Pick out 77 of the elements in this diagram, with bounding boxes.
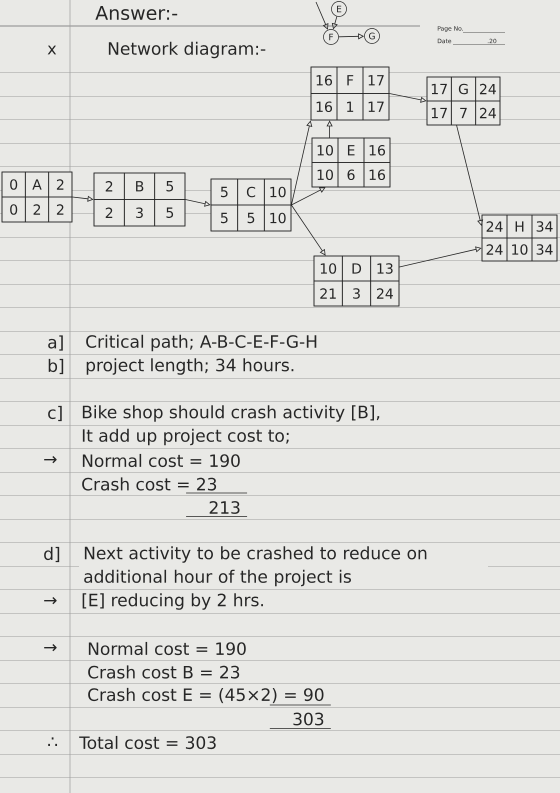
text-line: Total cost = 303 (79, 736, 216, 750)
table-cell: 5 (210, 204, 238, 232)
table-cell: D (342, 256, 372, 282)
text-line: project length; 34 hours. (86, 358, 294, 375)
table-cell: 16 (364, 162, 390, 188)
table-cell: A (24, 172, 50, 198)
table-cell: 21 (314, 280, 343, 306)
item-marker: b] (48, 358, 64, 374)
text-line: Normal cost = 190 (88, 642, 246, 656)
sum-value: 303 (293, 712, 324, 726)
table-cell: G (450, 76, 476, 102)
table-cell: 2 (48, 172, 72, 198)
text-line: Normal cost = 190 (82, 454, 240, 468)
heading: Answer:- (95, 6, 178, 20)
text-line: It add up project cost to; (82, 428, 289, 446)
table-cell: 5 (154, 172, 186, 200)
table-cell: 5 (210, 178, 238, 206)
table-cell: 24 (370, 280, 400, 306)
section-heading: Network diagram:- (108, 42, 266, 58)
table-cell: B (124, 172, 156, 200)
bullet-arrow: → (44, 597, 57, 604)
table-cell: H (506, 214, 532, 238)
text-line: Crash cost = 23 (82, 477, 216, 491)
table-cell: 10 (312, 162, 338, 188)
table-cell: 10 (312, 138, 338, 163)
table-cell: 16 (310, 66, 338, 94)
table-cell: 2 (94, 199, 125, 226)
table-cell: 10 (506, 238, 532, 262)
table-cell: 16 (310, 93, 338, 120)
table-cell: 2 (94, 172, 125, 200)
table-cell: 10 (264, 178, 292, 206)
table-cell: 2 (48, 196, 72, 222)
item-marker: a] (48, 335, 63, 351)
table-cell: E (338, 138, 364, 163)
table-cell: 16 (364, 138, 390, 163)
table-cell: 3 (124, 199, 156, 226)
table-cell: 24 (475, 100, 500, 126)
arrow (456, 125, 484, 226)
table-cell: 34 (532, 214, 558, 238)
table-cell: 5 (237, 204, 265, 232)
table-cell: 10 (314, 256, 343, 282)
item-marker: d] (44, 546, 60, 562)
text-line: Next activity to be crashed to reduce on additional hour of the project is (84, 546, 426, 586)
table-cell: 34 (532, 238, 558, 262)
table-cell: 5 (154, 199, 186, 226)
circle-node: F (323, 29, 339, 45)
circle-node: E (331, 1, 347, 17)
text-line: [E] reducing by 2 hrs. (82, 593, 263, 610)
text-line: Critical path; A-B-C-E-F-G-H (86, 334, 316, 352)
text-line: Bike shop should crash activity [B], (82, 405, 380, 422)
table-cell: 2 (24, 196, 50, 222)
text-line: Crash cost E = (45×2) = 90 (88, 688, 324, 704)
table-cell: 17 (426, 76, 452, 102)
question-number: x (48, 46, 56, 54)
table-cell: 24 (475, 76, 500, 102)
table-cell: 17 (426, 100, 452, 126)
table-cell: 17 (362, 93, 390, 120)
bullet-arrow: → (44, 456, 57, 464)
table-cell: 0 (2, 172, 26, 198)
sum-value: 213 (210, 501, 240, 514)
text-line: Crash cost B = 23 (88, 665, 240, 679)
table-cell: 10 (264, 204, 292, 232)
table-cell: 24 (482, 214, 508, 238)
table-cell: C (237, 178, 265, 206)
table-cell: 6 (338, 162, 364, 188)
table-cell: 24 (482, 238, 508, 262)
table-cell: F (336, 66, 364, 94)
circle-node: G (364, 28, 380, 44)
table-cell: 7 (450, 100, 476, 126)
table-cell: 0 (2, 196, 26, 222)
item-marker: c] (48, 406, 62, 422)
table-cell: 3 (342, 280, 372, 306)
bullet-arrow: → (44, 644, 57, 652)
table-cell: 17 (362, 66, 390, 94)
table-cell: 13 (370, 256, 400, 282)
therefore-sign: ∴ (48, 737, 58, 746)
table-cell: 1 (336, 93, 364, 120)
